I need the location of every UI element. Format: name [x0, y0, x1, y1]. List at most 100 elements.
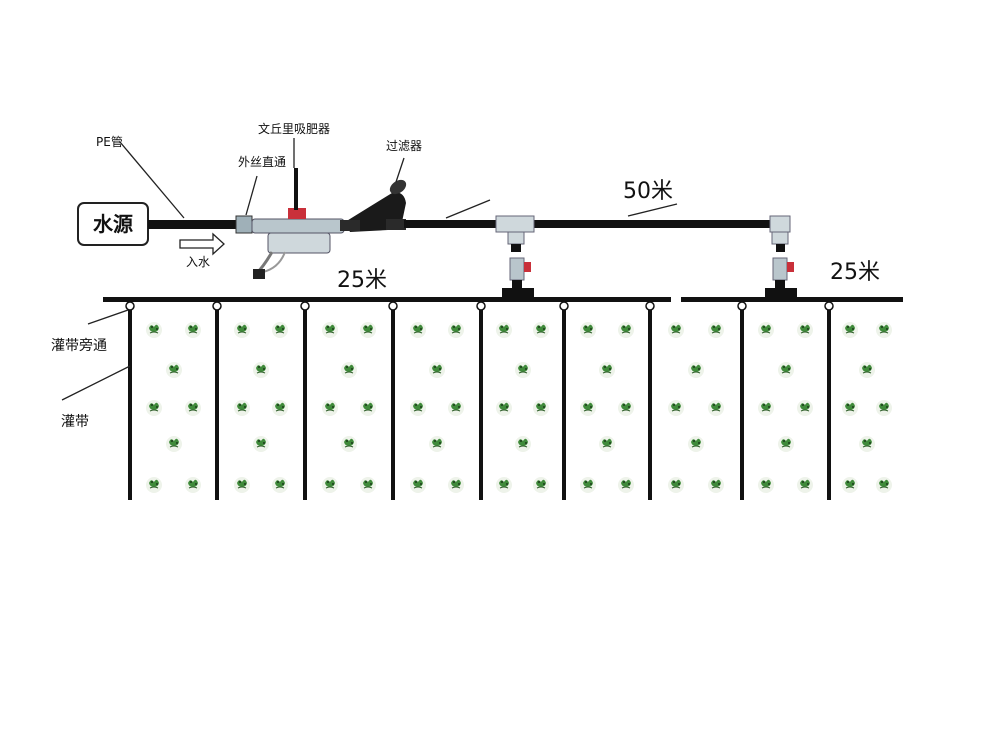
plant-icon — [707, 476, 725, 494]
right-header-length-label: 25米 — [830, 260, 880, 285]
drip-tape — [827, 302, 831, 500]
plant-icon — [252, 435, 270, 453]
plant-icon — [447, 399, 465, 417]
drip-tape — [391, 302, 395, 500]
plant-icon — [447, 321, 465, 339]
plant-icon — [409, 399, 427, 417]
tee-valve-1 — [495, 215, 535, 298]
plant-icon — [757, 476, 775, 494]
water-in-label: 入水 — [186, 255, 210, 269]
drip-tape-label: 灌带 — [61, 414, 89, 430]
elbow-valve-2 — [765, 215, 797, 298]
plant-icon — [617, 399, 635, 417]
drip-tapes — [128, 302, 831, 500]
drip-tape — [562, 302, 566, 500]
plant-icon — [321, 399, 339, 417]
plant-icon — [252, 361, 270, 379]
plant-rows — [145, 321, 893, 494]
pe-pipe-label: PE管 — [96, 134, 123, 149]
plant-icon — [687, 435, 705, 453]
plant-icon — [875, 399, 893, 417]
plant-icon — [841, 321, 859, 339]
plant-icon — [359, 399, 377, 417]
plant-icon — [359, 476, 377, 494]
pe-pipe — [148, 220, 244, 229]
filter — [340, 179, 407, 232]
header-pipe-left — [103, 297, 671, 302]
bypass-label: 灌带旁通 — [51, 337, 107, 354]
venturi-injector — [251, 168, 345, 279]
plant-icon — [495, 399, 513, 417]
water-source-label: 水源 — [93, 212, 133, 236]
main-pipe-length-label: 50米 — [623, 179, 673, 204]
plant-icon — [757, 399, 775, 417]
plant-icon — [532, 399, 550, 417]
plant-icon — [858, 435, 876, 453]
plant-icon — [617, 321, 635, 339]
plant-icon — [233, 399, 251, 417]
plant-icon — [409, 476, 427, 494]
plant-icon — [757, 321, 775, 339]
plant-icon — [687, 361, 705, 379]
plant-icon — [875, 321, 893, 339]
plant-icon — [271, 399, 289, 417]
plant-icon — [796, 476, 814, 494]
drip-tape — [215, 302, 219, 500]
plant-icon — [233, 321, 251, 339]
plant-icon — [858, 361, 876, 379]
plant-icon — [796, 399, 814, 417]
main-pipe-50m — [404, 220, 780, 228]
plant-icon — [184, 399, 202, 417]
arrow-right-icon — [179, 232, 225, 256]
plant-icon — [340, 435, 358, 453]
plant-icon — [321, 476, 339, 494]
left-header-length-label: 25米 — [337, 268, 387, 293]
plant-icon — [447, 476, 465, 494]
plant-icon — [145, 399, 163, 417]
plant-icon — [514, 361, 532, 379]
plant-icon — [707, 321, 725, 339]
drip-tape — [479, 302, 483, 500]
plant-icon — [145, 476, 163, 494]
leader-lines — [61, 138, 678, 401]
plant-icon — [271, 321, 289, 339]
plant-icon — [841, 476, 859, 494]
drip-tape — [648, 302, 652, 500]
plant-icon — [617, 476, 635, 494]
plant-icon — [707, 399, 725, 417]
plant-icon — [532, 476, 550, 494]
plant-icon — [428, 361, 446, 379]
plant-icon — [667, 321, 685, 339]
plant-icon — [233, 476, 251, 494]
plant-icon — [184, 321, 202, 339]
plant-icon — [598, 361, 616, 379]
plant-icon — [796, 321, 814, 339]
plant-icon — [875, 476, 893, 494]
plant-icon — [667, 476, 685, 494]
plant-icon — [409, 321, 427, 339]
plant-icon — [321, 321, 339, 339]
plant-icon — [495, 476, 513, 494]
drip-tape — [303, 302, 307, 500]
plant-icon — [598, 435, 616, 453]
plant-icon — [340, 361, 358, 379]
plant-icon — [532, 321, 550, 339]
plant-icon — [579, 321, 597, 339]
plant-icon — [667, 399, 685, 417]
external-thread-connector — [235, 215, 253, 234]
plant-icon — [165, 361, 183, 379]
plant-icon — [495, 321, 513, 339]
plant-icon — [145, 321, 163, 339]
bypass-connectors — [125, 301, 834, 311]
venturi-label: 文丘里吸肥器 — [258, 121, 330, 136]
external-thread-label: 外丝直通 — [238, 155, 286, 169]
plant-icon — [184, 476, 202, 494]
plant-icon — [271, 476, 289, 494]
header-pipe-right — [681, 297, 903, 302]
plant-icon — [165, 435, 183, 453]
plant-icon — [428, 435, 446, 453]
filter-label: 过滤器 — [386, 139, 422, 153]
plant-icon — [777, 361, 795, 379]
drip-tape — [128, 302, 132, 500]
